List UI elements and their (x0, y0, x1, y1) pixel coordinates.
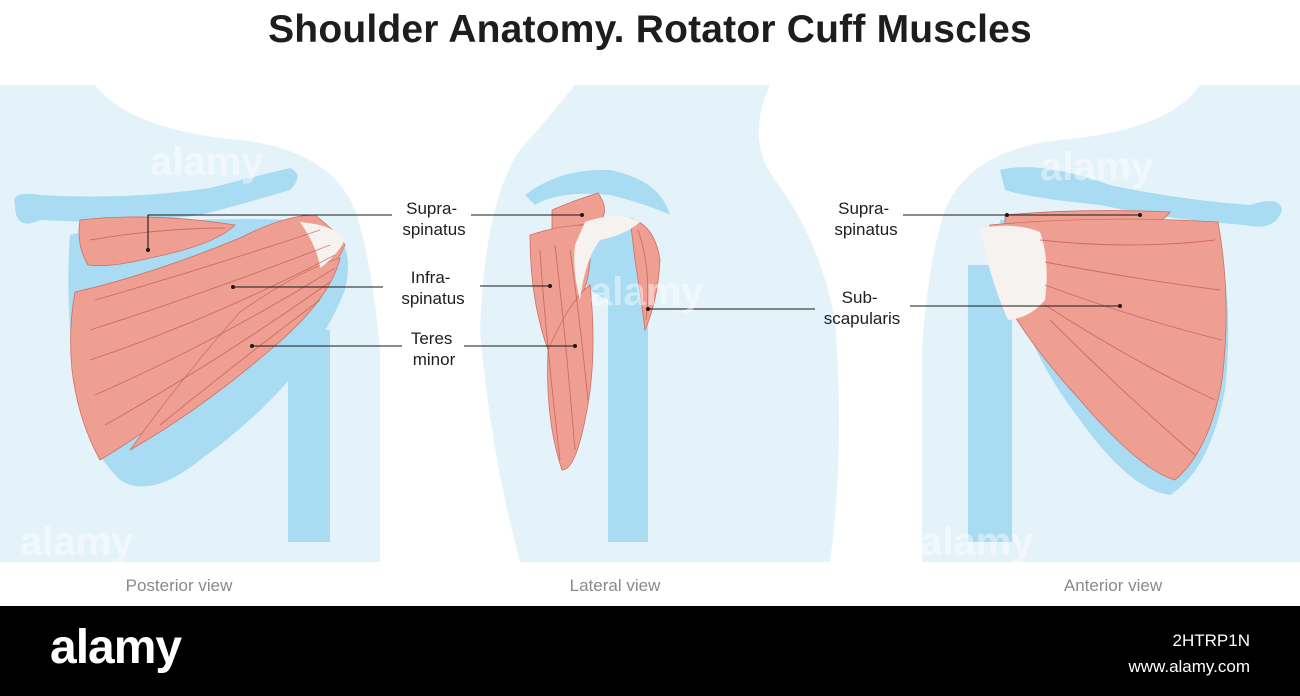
anterior-clavicle (1000, 167, 1282, 227)
footer-bar (0, 606, 1300, 696)
lateral-tendon (574, 216, 640, 300)
lateral-label-subscapularis-line1: Sub- (842, 288, 878, 307)
lateral-scapula-spine (525, 169, 670, 215)
anterior-view-caption: Anterior view (1064, 576, 1163, 595)
watermark-4: alamy (20, 520, 134, 564)
posterior-supraspinatus-muscle (78, 216, 236, 267)
alamy-logo: alamy (50, 621, 182, 674)
posterior-view-caption: Posterior view (126, 576, 233, 595)
footer-info: 2HTRP1N www.alamy.com (1128, 628, 1250, 680)
posterior-clavicle (14, 168, 298, 224)
anterior-leader-lines (903, 213, 1142, 308)
svg-text:Sub- scapularis: Sub- scapularis (824, 288, 901, 328)
anterior-view: Supra- spinatus Anterior view (834, 85, 1300, 595)
svg-text:Supra- spinatus: Supra- spinatus (402, 199, 465, 239)
posterior-leader-lines (146, 214, 402, 348)
svg-text:Infra- spinatus: Infra- spinatus (401, 268, 464, 308)
posterior-tendon (300, 222, 345, 268)
watermark-3: alamy (1040, 145, 1154, 189)
posterior-label-supraspinatus-line2: spinatus (402, 220, 465, 239)
lateral-teres-minor-muscle (547, 284, 594, 471)
watermark-5: alamy (920, 520, 1034, 564)
page-title: Shoulder Anatomy. Rotator Cuff Muscles (268, 8, 1032, 51)
lateral-label-subscapularis-line2: scapularis (824, 309, 901, 328)
anterior-tendon (980, 225, 1047, 320)
rotator-cuff-diagram: Supra- spinatus Infra- spinatus Teres mi… (0, 85, 1300, 595)
image-id: 2HTRP1N (1172, 631, 1250, 650)
site-url: www.alamy.com (1128, 657, 1250, 676)
lateral-leader-lines (464, 213, 815, 348)
watermark-1: alamy (150, 140, 264, 184)
lateral-body-silhouette (480, 85, 839, 562)
anterior-label-supraspinatus-line1: Supra- (838, 199, 889, 218)
posterior-humerus (288, 330, 330, 542)
lateral-subscapularis-muscle (629, 217, 661, 332)
lateral-humerus-shaft (608, 285, 648, 542)
svg-text:Teres minor: Teres minor (411, 329, 457, 369)
posterior-label-supraspinatus-line1: Supra- (406, 199, 457, 218)
watermark-2: alamy (590, 270, 704, 314)
posterior-label-infraspinatus-line1: Infra- (411, 268, 451, 287)
lateral-view: Sub- scapularis Lateral view (464, 85, 900, 595)
posterior-label-infraspinatus-line2: spinatus (401, 289, 464, 308)
svg-text:Supra- spinatus: Supra- spinatus (834, 199, 897, 239)
posterior-label-teres-minor-line1: Teres (411, 329, 453, 348)
lateral-view-caption: Lateral view (570, 576, 661, 595)
posterior-label-teres-minor-line2: minor (413, 350, 456, 369)
anterior-label-supraspinatus-line2: spinatus (834, 220, 897, 239)
posterior-view: Supra- spinatus Infra- spinatus Teres mi… (0, 85, 466, 595)
